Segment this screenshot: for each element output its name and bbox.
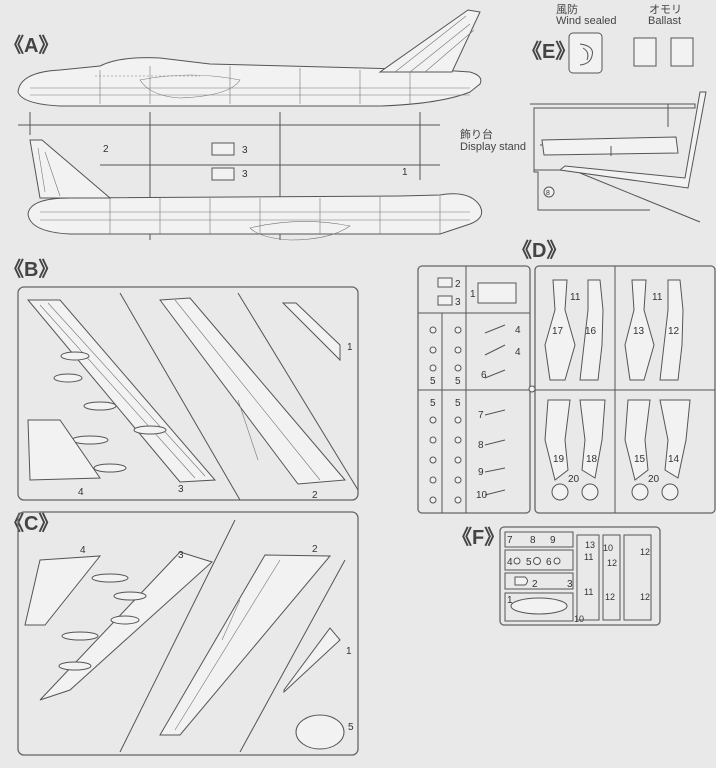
- part-number: 10: [476, 490, 488, 501]
- part-number: 2: [103, 144, 109, 155]
- section-f: 《F》 7 8 9 4 5 6 2 3 1 13 10 11 12 12 11 …: [452, 526, 661, 626]
- ballast-label: Ballast: [648, 15, 681, 27]
- part-number: 12: [607, 558, 617, 568]
- part-number: 11: [584, 552, 593, 562]
- part-number: 8: [478, 440, 484, 451]
- wing-right-upper: [159, 297, 347, 485]
- engine-discs: [429, 326, 462, 504]
- part-number: 3: [178, 550, 184, 561]
- sprue-frame-b: [17, 286, 359, 501]
- part-number: 4: [515, 325, 521, 336]
- part-number: 11: [584, 587, 593, 597]
- section-d-label: 《D》: [512, 239, 566, 262]
- part-number: 18: [586, 454, 598, 465]
- part-number: 11: [652, 292, 663, 303]
- part-number: 8: [546, 190, 550, 197]
- part-number: 3: [567, 579, 573, 590]
- part-number: 10: [574, 614, 584, 624]
- part-number: 3: [242, 169, 248, 180]
- part-number: 7: [478, 410, 484, 421]
- part-number: 2: [312, 490, 318, 501]
- part-number: 5: [430, 376, 436, 387]
- display-stand-label-jp: 飾り台: [460, 127, 493, 141]
- part-number: 4: [507, 557, 513, 568]
- part-number: 3: [242, 145, 248, 156]
- part-c5: [295, 714, 345, 750]
- part-number: 13: [585, 540, 595, 550]
- ballast-part-2: [670, 37, 694, 67]
- part-number: 20: [568, 474, 580, 485]
- section-f-label: 《F》: [452, 526, 504, 549]
- part-number: 17: [552, 326, 564, 337]
- wind-sealed-label-jp: 風防: [556, 2, 578, 16]
- part-number: 3: [455, 297, 461, 308]
- part-number: 14: [668, 454, 680, 465]
- display-stand-label: Display stand: [460, 141, 526, 153]
- stabilizer-c: [24, 555, 102, 626]
- part-number: 12: [605, 592, 615, 602]
- windshield-icon: [579, 43, 593, 66]
- part-number: 4: [78, 487, 84, 498]
- part-number: 5: [348, 722, 354, 733]
- ballast-label-jp: オモリ: [649, 3, 682, 16]
- section-a-label: 《A》: [4, 34, 58, 57]
- part-number: 20: [648, 474, 660, 485]
- part-number: 9: [550, 535, 556, 546]
- sprue-frame-f: [499, 526, 661, 626]
- part-number: 15: [634, 454, 646, 465]
- wing-right-lower: [159, 554, 332, 736]
- part-number: 4: [515, 347, 521, 358]
- fuselage-half-upper: [17, 9, 482, 107]
- part-number: 5: [455, 398, 461, 409]
- part-number: 9: [478, 467, 484, 478]
- part-number: 16: [585, 326, 597, 337]
- stabilizer: [27, 419, 101, 481]
- section-c: 《C》 4 3 2 1 5: [4, 511, 359, 756]
- part-number: 6: [481, 370, 487, 381]
- part-number: 5: [430, 398, 436, 409]
- section-d: 《D》 2 3 1 4 4 6 5: [417, 239, 716, 514]
- section-a: 《A》 2 3 3 1: [4, 9, 483, 241]
- part-a3-upper: [211, 142, 235, 156]
- part-number: 5: [455, 376, 461, 387]
- part-number: 1: [347, 342, 353, 353]
- part-number: 10: [603, 543, 613, 553]
- part-number: 13: [633, 326, 645, 337]
- part-number: 2: [532, 579, 538, 590]
- wind-sealed-label: Wind sealed: [556, 15, 617, 27]
- part-number: 1: [507, 595, 513, 606]
- section-e-label: 《E》: [522, 40, 575, 63]
- section-c-label: 《C》: [4, 512, 58, 535]
- section-e: 風防 Wind sealed オモリ Ballast 《E》 飾り台 Displ…: [460, 2, 707, 223]
- part-number: 2: [312, 544, 318, 555]
- part-number: 8: [530, 535, 536, 546]
- part-number: 12: [668, 326, 680, 337]
- engine-pods: [544, 279, 691, 501]
- part-number: 2: [455, 279, 461, 290]
- wing-left-upper: [26, 299, 217, 483]
- part-c1: [283, 627, 341, 694]
- part-number: 5: [526, 557, 532, 568]
- part-number: 4: [80, 545, 86, 556]
- part-number: 6: [546, 557, 552, 568]
- part-b1: [281, 302, 341, 362]
- section-b: 《B》 1 4 3 2: [4, 258, 359, 501]
- part-number: 7: [507, 535, 513, 546]
- part-number: 12: [640, 592, 650, 602]
- part-a3-lower: [211, 167, 235, 181]
- display-stand-sprue: 8: [530, 91, 707, 223]
- ballast-part-1: [633, 37, 657, 67]
- sprue-frame-c: [17, 511, 359, 756]
- windshield-part: [568, 32, 603, 74]
- part-number: 12: [640, 547, 650, 557]
- section-b-label: 《B》: [4, 258, 58, 281]
- part-number: 1: [470, 289, 476, 300]
- part-number: 11: [570, 292, 581, 303]
- part-number: 19: [553, 454, 565, 465]
- part-number: 1: [346, 646, 352, 657]
- part-number: 1: [402, 167, 408, 178]
- fuselage-half-lower: [27, 139, 483, 241]
- part-number: 3: [178, 484, 184, 495]
